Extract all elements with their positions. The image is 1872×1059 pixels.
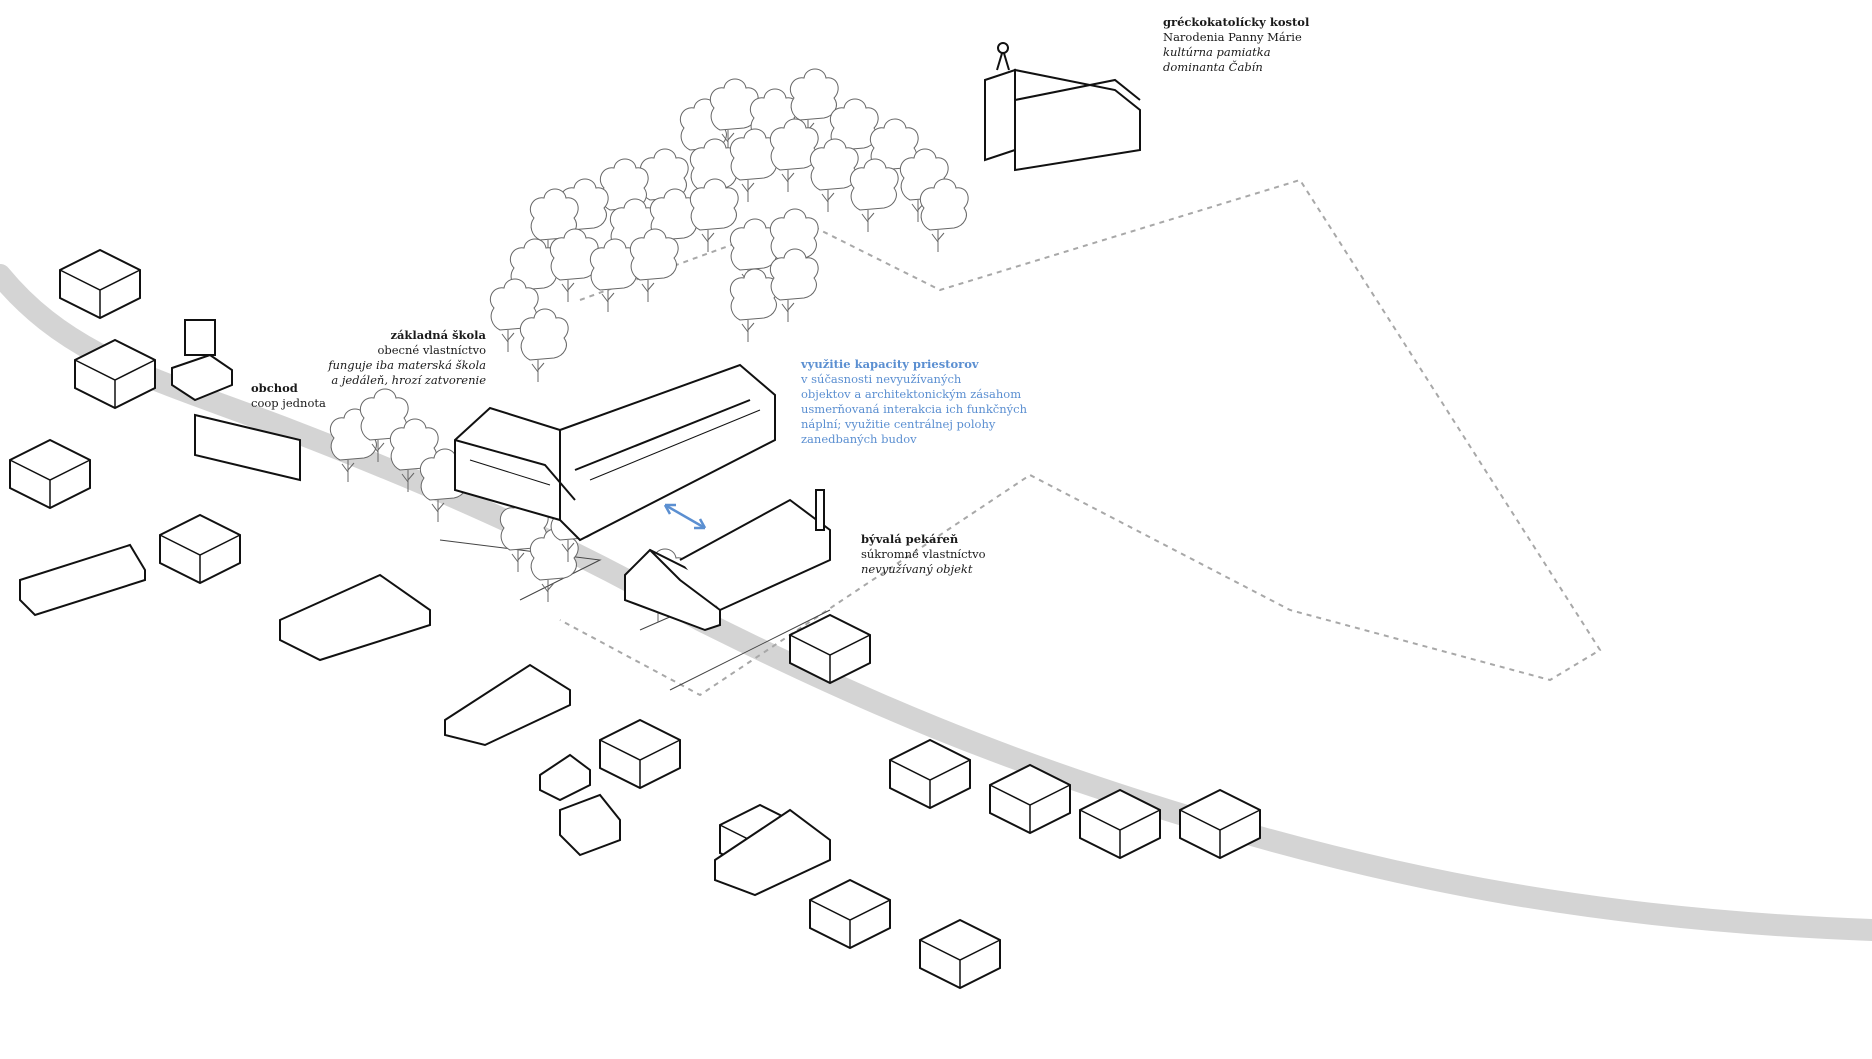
- shop-label-line1: coop jednota: [251, 396, 326, 410]
- bakery-label-title: bývalá pekáreň: [861, 532, 959, 546]
- church-label-line2: kultúrna pamiatka: [1163, 45, 1271, 59]
- church-label-line1: Narodenia Panny Márie: [1163, 30, 1302, 44]
- village-houses: [9, 249, 1261, 989]
- church-label-title: gréckokatolícky kostol: [1163, 15, 1310, 29]
- intervention-boundary: [559, 178, 1602, 697]
- capacity-label-title: využitie kapacity priestorov: [801, 357, 979, 371]
- main-road: [0, 264, 1872, 941]
- church-label-line3: dominanta Čabín: [1163, 60, 1263, 74]
- capacity-label-line: objektov a architektonickým zásahom: [801, 387, 1022, 401]
- church-label: gréckokatolícky kostol Narodenia Panny M…: [1163, 15, 1309, 75]
- church-building: [984, 42, 1141, 172]
- school-label: základná škola obecné vlastníctvo funguj…: [290, 328, 486, 388]
- interaction-arrow: [663, 503, 707, 530]
- shop-label-title: obchod: [251, 381, 298, 395]
- bakery-label-line1: súkromné vlastníctvo: [861, 547, 986, 561]
- school-label-line2: funguje iba materská škola: [328, 358, 486, 372]
- bakery-label-line2: nevyužívaný objekt: [861, 562, 973, 576]
- school-label-line1: obecné vlastníctvo: [377, 343, 486, 357]
- capacity-label-line: usmerňovaná interakcia ich funkčných: [801, 402, 1027, 416]
- capacity-label-line: v súčasnosti nevyužívaných: [801, 372, 962, 386]
- bakery-label: bývalá pekáreň súkromné vlastníctvo nevy…: [861, 532, 986, 577]
- capacity-label: využitie kapacity priestorov v súčasnost…: [801, 357, 1027, 447]
- capacity-label-line: náplní; využitie centrálnej polohy: [801, 417, 996, 431]
- capacity-label-line: zanedbaných budov: [801, 432, 917, 446]
- school-building: [454, 363, 776, 542]
- school-label-line3: a jedáleň, hrozí zatvorenie: [331, 373, 486, 387]
- school-label-title: základná škola: [390, 328, 486, 342]
- shop-label: obchod coop jednota: [251, 381, 326, 411]
- bakery-building: [624, 489, 831, 632]
